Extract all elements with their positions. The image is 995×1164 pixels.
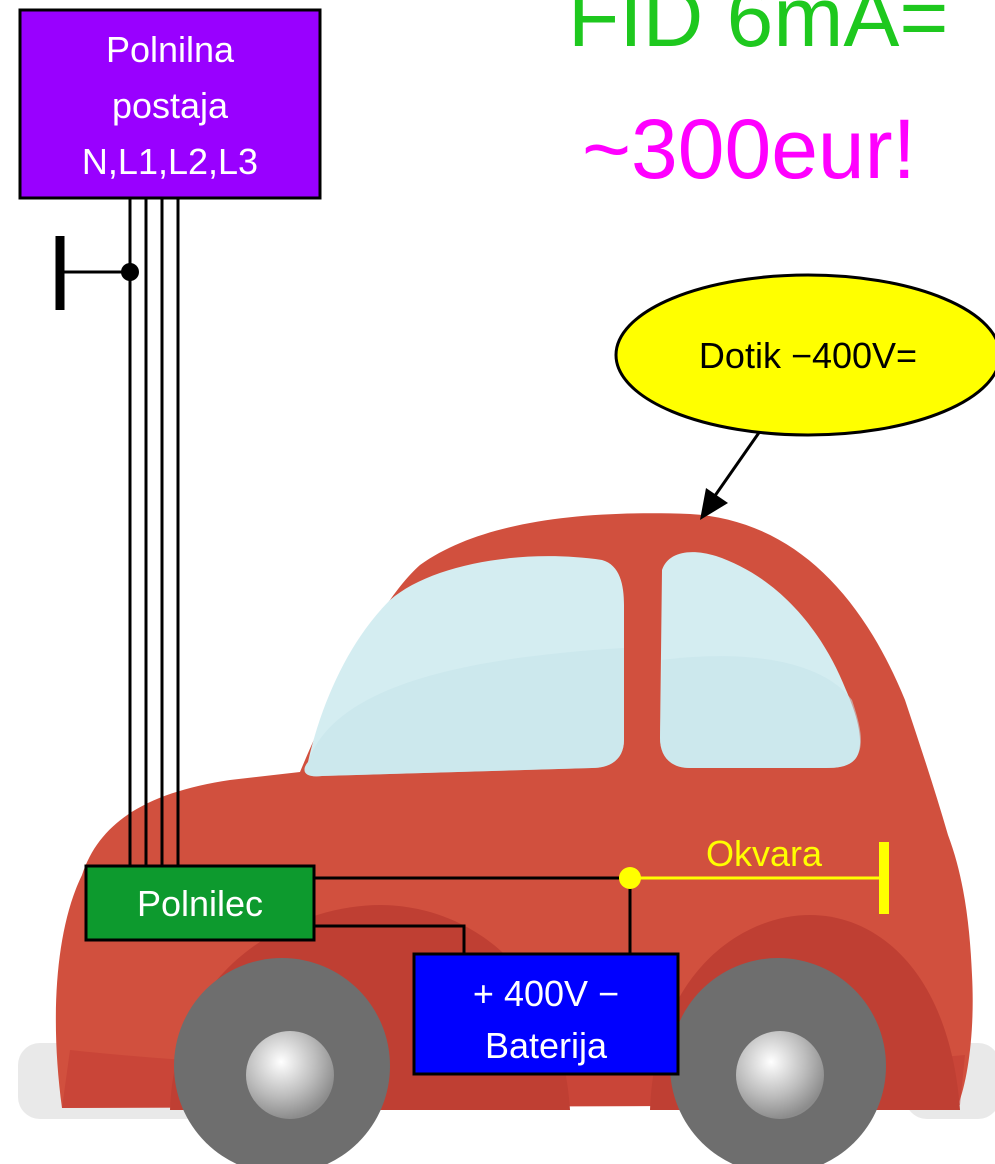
fault-path [619,842,889,914]
fault-junction [619,867,641,889]
battery-name-label: Baterija [485,1025,608,1066]
headline-line2: ~300eur! [582,102,916,196]
charging-station: Polnilna postaja N,L1,L2,L3 [18,8,322,200]
fault-label: Okvara [706,833,823,874]
battery: + 400V − Baterija [412,952,680,1076]
touch-callout: Dotik −400V= [614,273,995,520]
front-hubcap [736,1031,824,1119]
charger: Polnilec [84,864,316,942]
callout-arrow-line [710,423,767,501]
callout-label: Dotik −400V= [699,335,917,376]
front-wheel [670,958,886,1164]
station-label-1: Polnilna [106,29,235,70]
wiring [55,198,632,954]
window-reflection [304,648,624,777]
station-label-2: postaja [112,85,229,126]
station-label-3: N,L1,L2,L3 [82,141,258,182]
rear-wheel [174,958,390,1164]
rear-hubcap [246,1031,334,1119]
callout-arrowhead [700,488,728,520]
window-reflection-front [660,656,861,768]
car [18,513,995,1164]
battery-polarity-label: + 400V − [473,973,619,1014]
wire-charger-battery [314,924,466,954]
charger-label: Polnilec [137,883,263,924]
station-ground-junction [121,263,139,281]
headline-line1: FID 6mA= [568,0,948,64]
